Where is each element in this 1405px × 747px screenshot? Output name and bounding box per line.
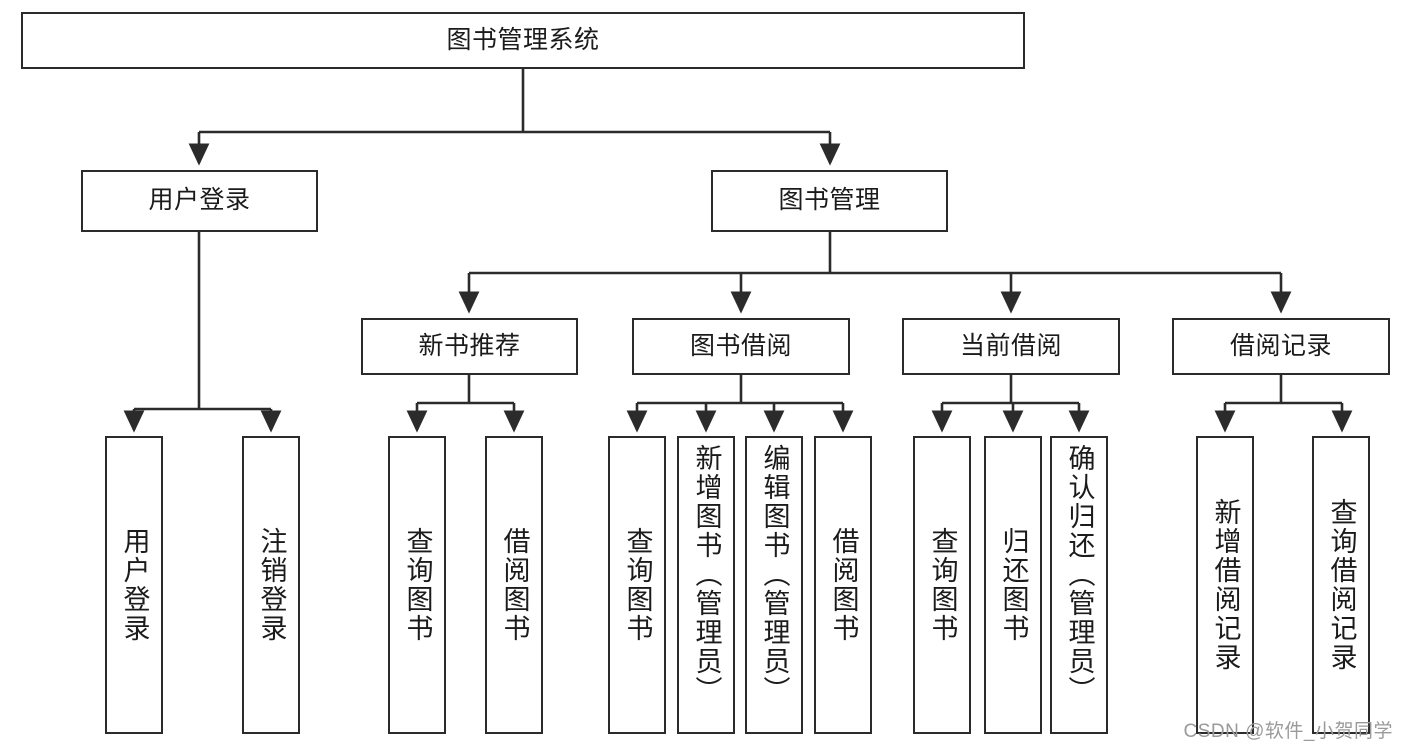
- leaf-recommend-borrow-book[interactable]: 借阅图书: [485, 436, 543, 734]
- node-label: 用户登录: [148, 186, 251, 215]
- node-label: 图书管理系统: [446, 25, 600, 54]
- leaf-borrow-query-book[interactable]: 查询图书: [608, 436, 666, 734]
- leaf-borrow-add-book-admin[interactable]: 新增图书（管理员）: [677, 436, 735, 734]
- node-label: 归还图书: [998, 527, 1029, 643]
- node-book-management[interactable]: 图书管理: [711, 170, 948, 232]
- node-label: 借阅图书: [828, 527, 859, 643]
- leaf-current-confirm-return-admin[interactable]: 确认归还（管理员）: [1050, 436, 1108, 734]
- leaf-record-add-record[interactable]: 新增借阅记录: [1196, 436, 1254, 734]
- node-label: 图书管理: [778, 186, 881, 215]
- watermark-text: CSDN @软件_小贺同学: [1183, 721, 1393, 742]
- leaf-current-return-book[interactable]: 归还图书: [984, 436, 1042, 734]
- leaf-recommend-query-book[interactable]: 查询图书: [388, 436, 446, 734]
- leaf-user-login[interactable]: 用户登录: [105, 436, 163, 734]
- node-label: 查询图书: [402, 527, 433, 643]
- node-label: 新增借阅记录: [1210, 498, 1241, 672]
- node-label: 图书借阅: [689, 331, 792, 360]
- node-label: 新增图书（管理员）: [691, 444, 722, 705]
- node-label: 新书推荐: [418, 331, 521, 360]
- node-current-borrow[interactable]: 当前借阅: [902, 318, 1120, 375]
- leaf-borrow-edit-book-admin[interactable]: 编辑图书（管理员）: [745, 436, 803, 734]
- node-borrow-record[interactable]: 借阅记录: [1172, 318, 1390, 375]
- node-new-book-recommend[interactable]: 新书推荐: [361, 318, 578, 375]
- node-label: 查询图书: [927, 527, 958, 643]
- node-label: 借阅记录: [1229, 331, 1332, 360]
- leaf-record-query-record[interactable]: 查询借阅记录: [1312, 436, 1370, 734]
- node-label: 用户登录: [119, 527, 150, 643]
- node-user-login[interactable]: 用户登录: [81, 170, 318, 232]
- node-label: 确认归还（管理员）: [1064, 444, 1095, 705]
- leaf-current-query-book[interactable]: 查询图书: [913, 436, 971, 734]
- node-label: 编辑图书（管理员）: [759, 444, 790, 705]
- node-book-borrow[interactable]: 图书借阅: [632, 318, 850, 375]
- node-label: 当前借阅: [959, 331, 1062, 360]
- node-root-system[interactable]: 图书管理系统: [21, 12, 1025, 69]
- node-label: 借阅图书: [499, 527, 530, 643]
- node-label: 查询借阅记录: [1326, 498, 1357, 672]
- leaf-user-logout[interactable]: 注销登录: [242, 436, 300, 734]
- leaf-borrow-borrow-book[interactable]: 借阅图书: [814, 436, 872, 734]
- node-label: 查询图书: [622, 527, 653, 643]
- node-label: 注销登录: [256, 527, 287, 643]
